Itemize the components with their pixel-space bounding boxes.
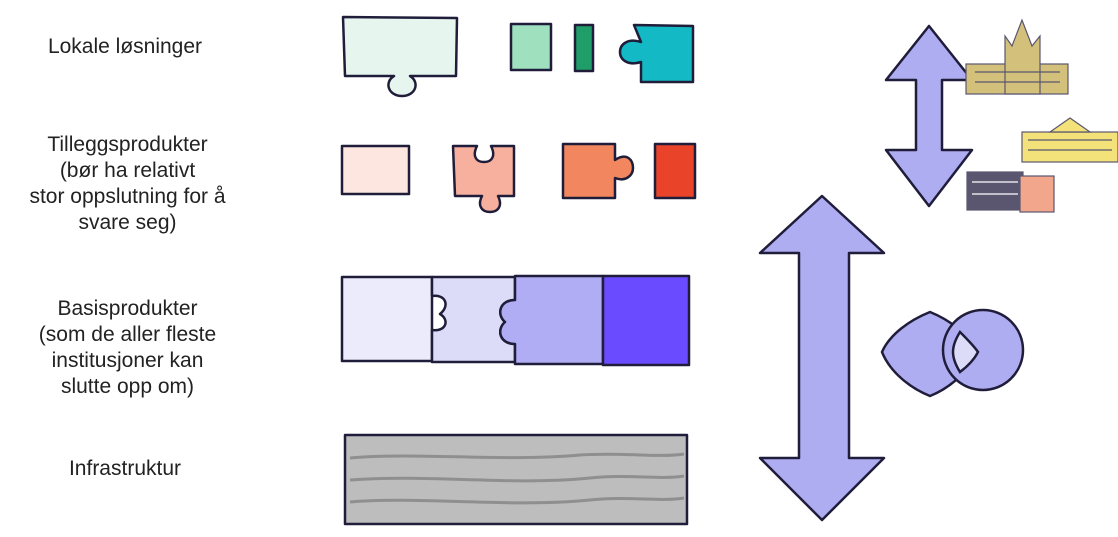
cathedral-building-icon [965,18,1069,95]
overlapping-shapes-icon [880,308,1025,398]
puzzle-piece-base-4 [601,274,691,367]
puzzle-piece-addon-2 [451,144,516,214]
puzzle-piece-addon-3 [561,142,635,200]
double-arrow-icon [758,194,886,522]
puzzle-piece-base-3 [499,274,605,366]
double-arrow-icon [884,24,974,208]
modern-building-icon [966,171,1055,213]
puzzle-piece-base-1 [340,275,434,363]
puzzle-piece-addon-1 [340,144,411,196]
row-label-addon: Tilleggsprodukter (bør ha relativt stor … [29,133,226,234]
puzzle-piece-addon-4 [653,142,697,200]
puzzle-piece-local-4 [618,23,695,84]
puzzle-piece-local-1 [341,15,459,98]
row-label-infra: Infrastruktur [68,457,182,480]
puzzle-piece-local-3 [573,23,595,73]
puzzle-piece-local-2 [509,22,553,72]
row-label-base: Basisprodukter (som de aller fleste inst… [38,297,217,398]
row-label-local: Lokale løsninger [47,35,203,58]
columned-building-icon [1021,117,1118,163]
infrastructure-texture [349,452,685,505]
